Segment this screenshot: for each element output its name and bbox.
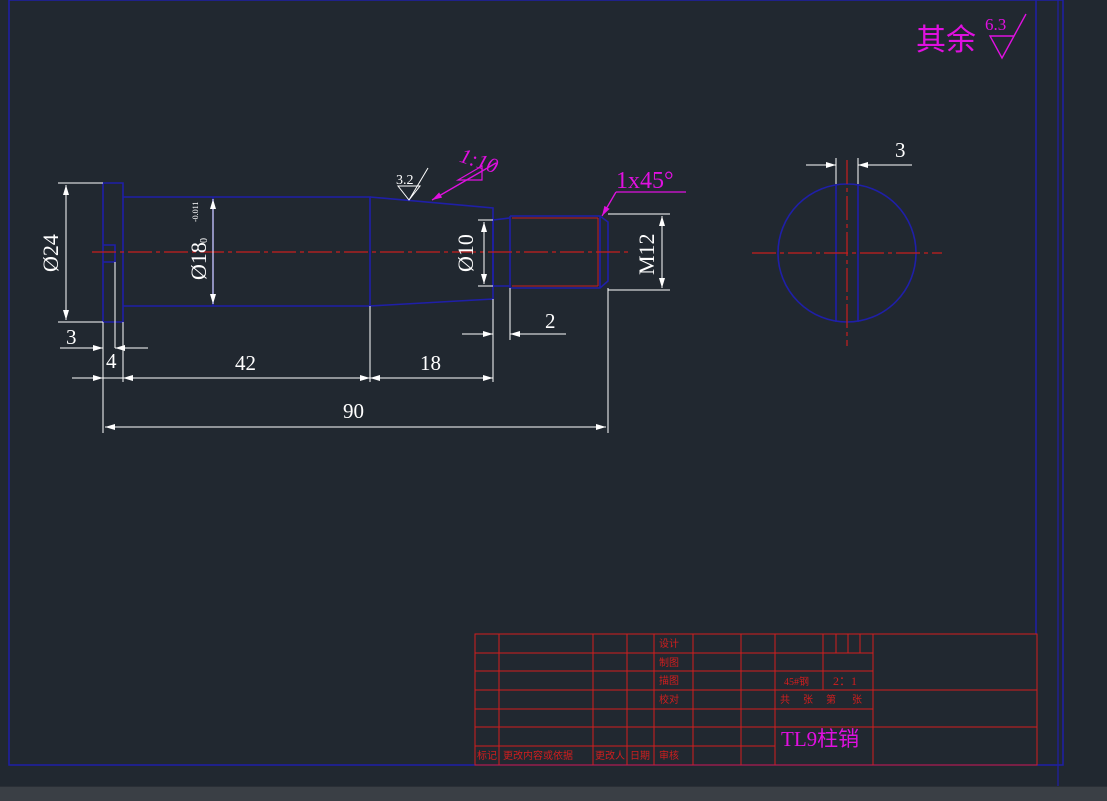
tb-scale: 2：1 [833, 674, 857, 688]
tb-bottom-person: 更改人 [595, 749, 625, 762]
dim-d10-text: Ø10 [453, 234, 478, 272]
roughness-symbol-icon [988, 13, 1027, 60]
roughness-32-text: 3.2 [396, 173, 414, 188]
dim-section-3-text: 3 [895, 138, 906, 162]
title-block-text: 设计 制图 描图 校对 审核 标记 更改内容或依据 更改人 日期 45#钢 2：… [477, 637, 862, 762]
dim-length-3-head[interactable]: 3 [60, 262, 148, 351]
dim-length-90[interactable]: 90 [105, 399, 606, 430]
tb-label-trace: 描图 [659, 674, 679, 687]
dim-section-3[interactable]: 3 [806, 138, 912, 184]
tb-sheets-zhang1: 张 [803, 694, 813, 706]
dim-len42-text: 42 [235, 351, 256, 375]
dim-d18-tol-lower: 0 [199, 238, 210, 243]
taper-symbol-icon [455, 164, 483, 181]
tb-label-check: 校对 [659, 693, 679, 706]
dim-diameter-10[interactable]: Ø10 [453, 219, 493, 287]
tb-label-review: 审核 [659, 749, 679, 762]
head-slot [103, 244, 116, 263]
dim-len18-text: 18 [420, 351, 441, 375]
tb-label-draw: 制图 [659, 656, 679, 669]
chamfer-leader[interactable]: 1x45° [601, 168, 686, 217]
tb-sheets-di: 第 [826, 693, 836, 706]
dim-m12-text: M12 [634, 233, 659, 275]
chamfer-text: 1x45° [616, 168, 674, 194]
dim-d24-text: Ø24 [38, 234, 63, 272]
tb-bottom-date: 日期 [630, 750, 650, 762]
taper-text: 1:10 [457, 143, 502, 178]
body-cylinder [123, 196, 371, 307]
dim-len3-text: 3 [66, 325, 77, 349]
dim-d18-tol-upper: -0.011 [191, 202, 200, 222]
tb-sheets-total: 共 [780, 694, 790, 706]
status-bar [0, 786, 1107, 801]
dim-thread-m12[interactable]: M12 [608, 213, 670, 291]
roughness-value: 6.3 [985, 15, 1006, 34]
section-view[interactable]: 3 [752, 138, 942, 346]
dim-diameter-18[interactable]: Ø18 -0.011 0 [186, 199, 216, 304]
tb-part-name: TL9柱销 [781, 727, 859, 751]
dim-len2-text: 2 [545, 309, 556, 333]
tb-sheets-zhang2: 张 [852, 694, 862, 706]
dim-diameter-24[interactable]: Ø24 [38, 182, 103, 323]
tb-label-design: 设计 [659, 637, 679, 650]
roughness-general-note: 其余 6.3 [916, 13, 1027, 60]
tb-bottom-content: 更改内容或依据 [503, 749, 573, 762]
dim-d18-text: Ø18 [186, 242, 211, 280]
dim-len90-text: 90 [343, 399, 364, 423]
roughness-label: 其余 [916, 24, 976, 57]
taper-leader[interactable]: 1:10 [431, 143, 502, 201]
roughness-taper: 3.2 [396, 167, 429, 201]
neck [492, 217, 511, 287]
tb-material: 45#钢 [784, 675, 809, 688]
tb-bottom-mark: 标记 [477, 750, 497, 762]
dim-length-4[interactable]: 4 [106, 349, 117, 373]
dim-chain-42-18[interactable]: 42 18 [72, 351, 493, 381]
title-block[interactable] [474, 633, 1038, 766]
dim-length-2[interactable]: 2 [462, 309, 566, 337]
dim-len4-text: 4 [106, 349, 117, 373]
outer-frame [8, 0, 1064, 766]
